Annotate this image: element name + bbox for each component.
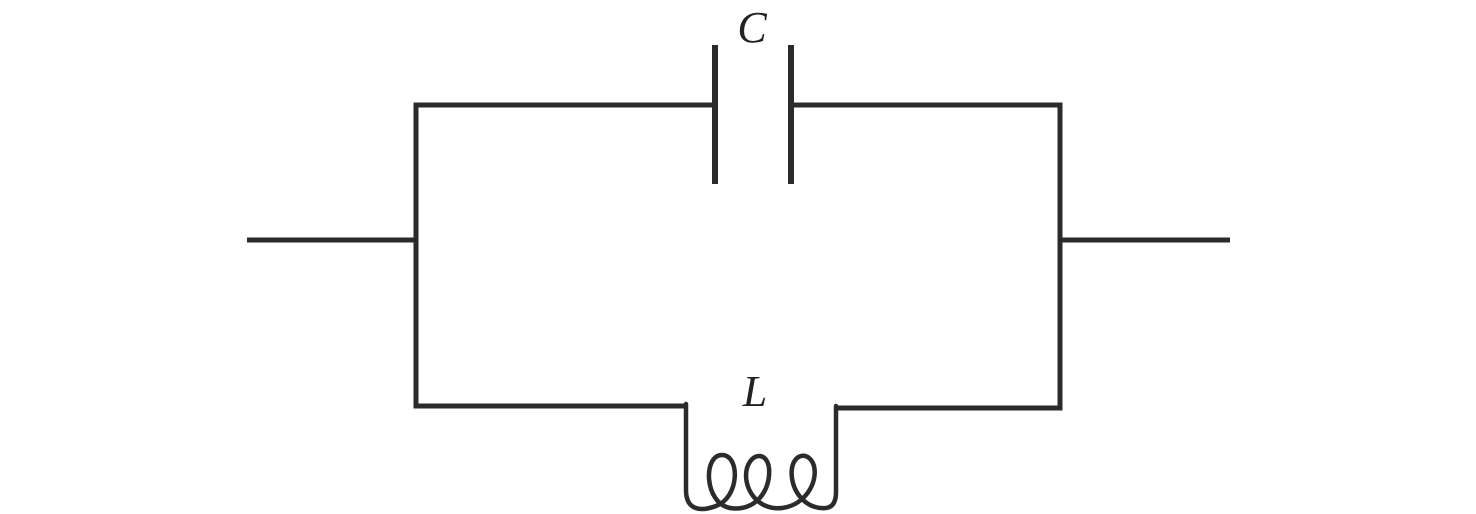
inductor-coil xyxy=(683,401,839,512)
inductor-label: L xyxy=(742,367,767,416)
inductor-branch: L xyxy=(413,367,1063,512)
capacitor-label: C xyxy=(737,3,767,52)
capacitor-branch: C xyxy=(413,3,1063,184)
